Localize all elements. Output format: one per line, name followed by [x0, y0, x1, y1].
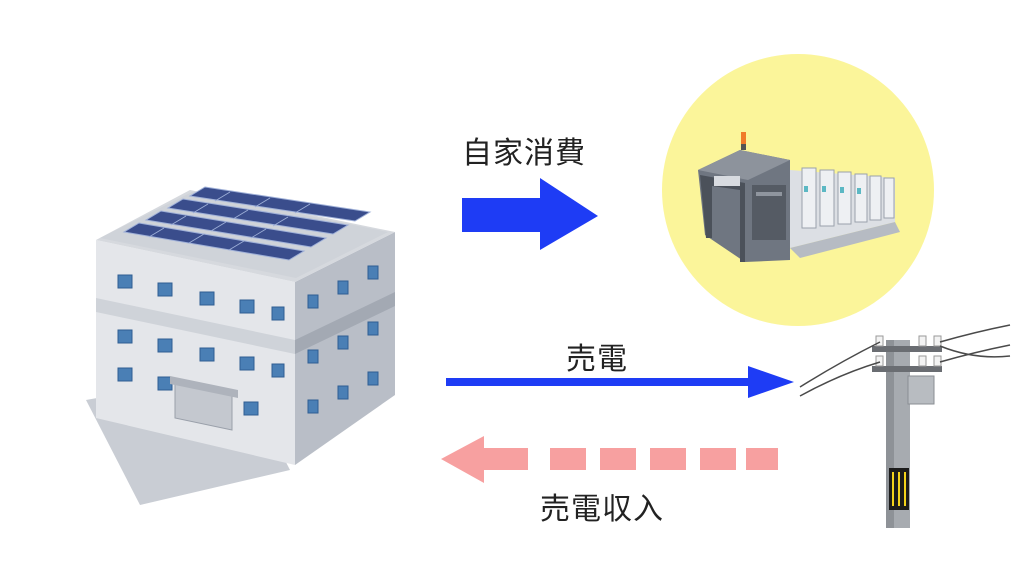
sell-power-arrow [446, 366, 794, 398]
factory-building-with-solar-panels-icon [86, 186, 395, 505]
utility-pole-icon [799, 324, 1011, 528]
printing-press-machine-icon [698, 132, 900, 262]
self-consumption-arrow [462, 178, 598, 250]
sell-power-label: 売電 [566, 342, 628, 377]
sell-income-arrow [441, 436, 778, 483]
self-consumption-label: 自家消費 [462, 136, 586, 171]
sell-income-label: 売電収入 [540, 492, 664, 527]
